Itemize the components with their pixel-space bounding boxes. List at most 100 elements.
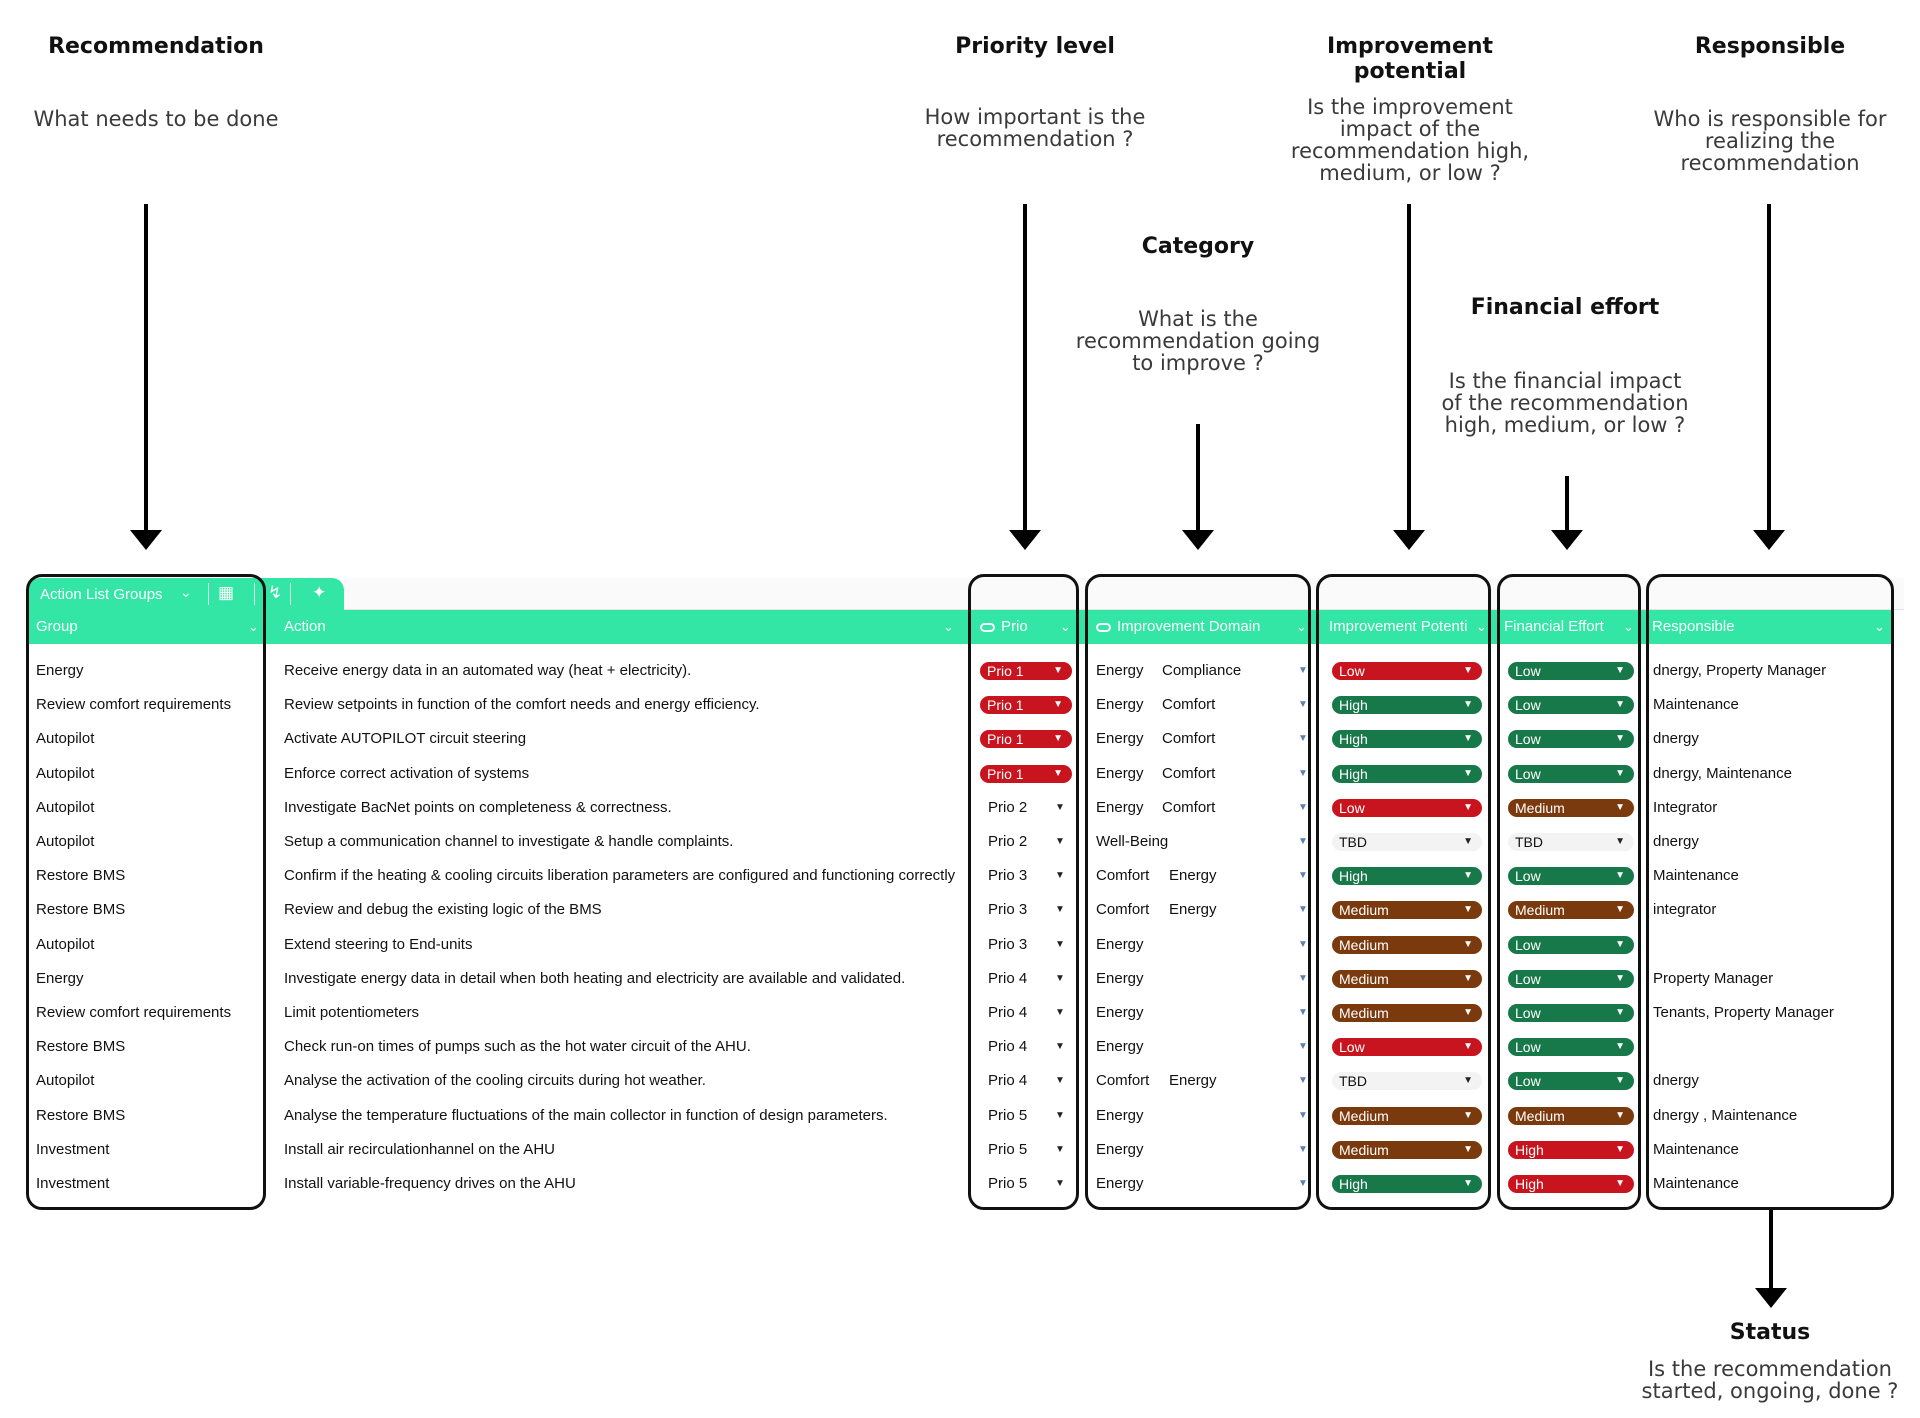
- caret-down-icon[interactable]: ▼: [1615, 973, 1625, 984]
- potential-badge[interactable]: High▼: [1332, 696, 1482, 714]
- domain-tag[interactable]: Compliance: [1162, 662, 1242, 679]
- prio-badge[interactable]: Prio 1▼: [980, 662, 1072, 680]
- group-cell[interactable]: Energy: [36, 970, 84, 987]
- domain-tag[interactable]: Energy: [1169, 867, 1217, 884]
- caret-down-icon[interactable]: ▼: [1298, 870, 1308, 881]
- caret-down-icon[interactable]: ▼: [1053, 699, 1063, 710]
- caret-down-icon[interactable]: ▼: [1055, 973, 1065, 984]
- column-header-group[interactable]: Group: [36, 618, 78, 635]
- responsible-cell[interactable]: Maintenance: [1653, 1175, 1739, 1192]
- domain-tag[interactable]: Energy: [1096, 799, 1144, 816]
- caret-down-icon[interactable]: ▼: [1615, 1144, 1625, 1155]
- prio-badge[interactable]: Prio 1▼: [980, 696, 1072, 714]
- financial-badge[interactable]: Low▼: [1508, 936, 1634, 954]
- group-cell[interactable]: Autopilot: [36, 833, 95, 850]
- action-cell[interactable]: Confirm if the heating & cooling circuit…: [284, 867, 956, 884]
- prio-cell[interactable]: Prio 4: [988, 1038, 1028, 1055]
- action-cell[interactable]: Review and debug the existing logic of t…: [284, 901, 602, 918]
- caret-down-icon[interactable]: ▼: [1055, 1041, 1065, 1052]
- caret-down-icon[interactable]: ▼: [1463, 768, 1473, 779]
- caret-down-icon[interactable]: ▼: [1298, 768, 1308, 779]
- responsible-cell[interactable]: Maintenance: [1653, 867, 1739, 884]
- domain-tag[interactable]: Comfort: [1162, 730, 1216, 747]
- caret-down-icon[interactable]: ▼: [1463, 1041, 1473, 1052]
- domain-tag[interactable]: Energy: [1096, 1107, 1144, 1124]
- group-cell[interactable]: Restore BMS: [36, 1107, 126, 1124]
- potential-badge[interactable]: Low▼: [1332, 662, 1482, 680]
- caret-down-icon[interactable]: ▼: [1298, 665, 1308, 676]
- caret-down-icon[interactable]: ▼: [1055, 904, 1065, 915]
- caret-down-icon[interactable]: ▼: [1615, 1075, 1625, 1086]
- financial-badge[interactable]: High▼: [1508, 1141, 1634, 1159]
- table-row[interactable]: Energy Investigate energy data in detail …: [28, 962, 1892, 996]
- action-cell[interactable]: Analyse the activation of the cooling ci…: [284, 1072, 706, 1089]
- domain-tag[interactable]: Energy: [1096, 662, 1144, 679]
- financial-badge[interactable]: Medium▼: [1508, 901, 1634, 919]
- caret-down-icon[interactable]: ▼: [1053, 665, 1063, 676]
- financial-badge[interactable]: Low▼: [1508, 765, 1634, 783]
- table-row[interactable]: Restore BMS Analyse the temperature fluct…: [28, 1099, 1892, 1133]
- caret-down-icon[interactable]: ▼: [1298, 1007, 1308, 1018]
- financial-badge[interactable]: Medium▼: [1508, 799, 1634, 817]
- caret-down-icon[interactable]: ▼: [1615, 1041, 1625, 1052]
- group-cell[interactable]: Investment: [36, 1175, 110, 1192]
- group-cell[interactable]: Autopilot: [36, 799, 95, 816]
- caret-down-icon[interactable]: ▼: [1615, 665, 1625, 676]
- caret-down-icon[interactable]: ▼: [1298, 973, 1308, 984]
- responsible-cell[interactable]: dnergy, Property Manager: [1653, 662, 1827, 679]
- chevron-down-icon[interactable]: ⌄: [943, 619, 954, 634]
- caret-down-icon[interactable]: ▼: [1463, 733, 1473, 744]
- caret-down-icon[interactable]: ▼: [1463, 1075, 1473, 1086]
- caret-down-icon[interactable]: ▼: [1463, 904, 1473, 915]
- caret-down-icon[interactable]: ▼: [1615, 1110, 1625, 1121]
- prio-badge[interactable]: Prio 1▼: [980, 730, 1072, 748]
- potential-badge[interactable]: High▼: [1332, 730, 1482, 748]
- domain-tag[interactable]: Comfort: [1162, 765, 1216, 782]
- potential-badge[interactable]: Medium▼: [1332, 1107, 1482, 1125]
- responsible-cell[interactable]: Tenants, Property Manager: [1653, 1004, 1834, 1021]
- action-cell[interactable]: Analyse the temperature fluctuations of …: [284, 1107, 888, 1124]
- domain-tag[interactable]: Energy: [1096, 1141, 1144, 1158]
- caret-down-icon[interactable]: ▼: [1298, 1144, 1308, 1155]
- table-row[interactable]: Autopilot Investigate BacNet points on co…: [28, 791, 1892, 825]
- action-cell[interactable]: Investigate BacNet points on completenes…: [284, 799, 672, 816]
- caret-down-icon[interactable]: ▼: [1055, 939, 1065, 950]
- chevron-down-icon[interactable]: ⌄: [1296, 619, 1307, 634]
- prio-cell[interactable]: Prio 4: [988, 970, 1028, 987]
- caret-down-icon[interactable]: ▼: [1298, 733, 1308, 744]
- potential-badge[interactable]: Medium▼: [1332, 970, 1482, 988]
- action-cell[interactable]: Investigate energy data in detail when b…: [284, 970, 906, 987]
- responsible-cell[interactable]: dnergy: [1653, 1072, 1699, 1089]
- column-header-potential[interactable]: Improvement Potenti: [1329, 618, 1468, 635]
- domain-tag[interactable]: Well-Being: [1096, 833, 1169, 850]
- caret-down-icon[interactable]: ▼: [1463, 1144, 1473, 1155]
- potential-badge[interactable]: TBD▼: [1332, 833, 1482, 851]
- potential-badge[interactable]: High▼: [1332, 867, 1482, 885]
- group-cell[interactable]: Energy: [36, 662, 84, 679]
- financial-badge[interactable]: Low▼: [1508, 1004, 1634, 1022]
- caret-down-icon[interactable]: ▼: [1615, 904, 1625, 915]
- group-cell[interactable]: Autopilot: [36, 936, 95, 953]
- potential-badge[interactable]: Medium▼: [1332, 901, 1482, 919]
- domain-tag[interactable]: Energy: [1096, 1038, 1144, 1055]
- caret-down-icon[interactable]: ▼: [1615, 870, 1625, 881]
- chevron-down-icon[interactable]: ⌄: [1060, 619, 1071, 634]
- responsible-cell[interactable]: Maintenance: [1653, 696, 1739, 713]
- chevron-down-icon[interactable]: ⌄: [1623, 619, 1634, 634]
- caret-down-icon[interactable]: ▼: [1463, 802, 1473, 813]
- caret-down-icon[interactable]: ▼: [1615, 1178, 1625, 1189]
- column-header-financial[interactable]: Financial Effort: [1504, 618, 1604, 635]
- action-cell[interactable]: Install air recirculationhannel on the A…: [284, 1141, 555, 1158]
- domain-tag[interactable]: Comfort: [1096, 867, 1150, 884]
- caret-down-icon[interactable]: ▼: [1053, 768, 1063, 779]
- potential-badge[interactable]: Medium▼: [1332, 1004, 1482, 1022]
- caret-down-icon[interactable]: ▼: [1615, 699, 1625, 710]
- group-cell[interactable]: Restore BMS: [36, 1038, 126, 1055]
- action-list-groups-tab[interactable]: Action List Groups ⌄ ▦ ↯ ✦: [28, 578, 344, 610]
- domain-tag[interactable]: Energy: [1096, 1004, 1144, 1021]
